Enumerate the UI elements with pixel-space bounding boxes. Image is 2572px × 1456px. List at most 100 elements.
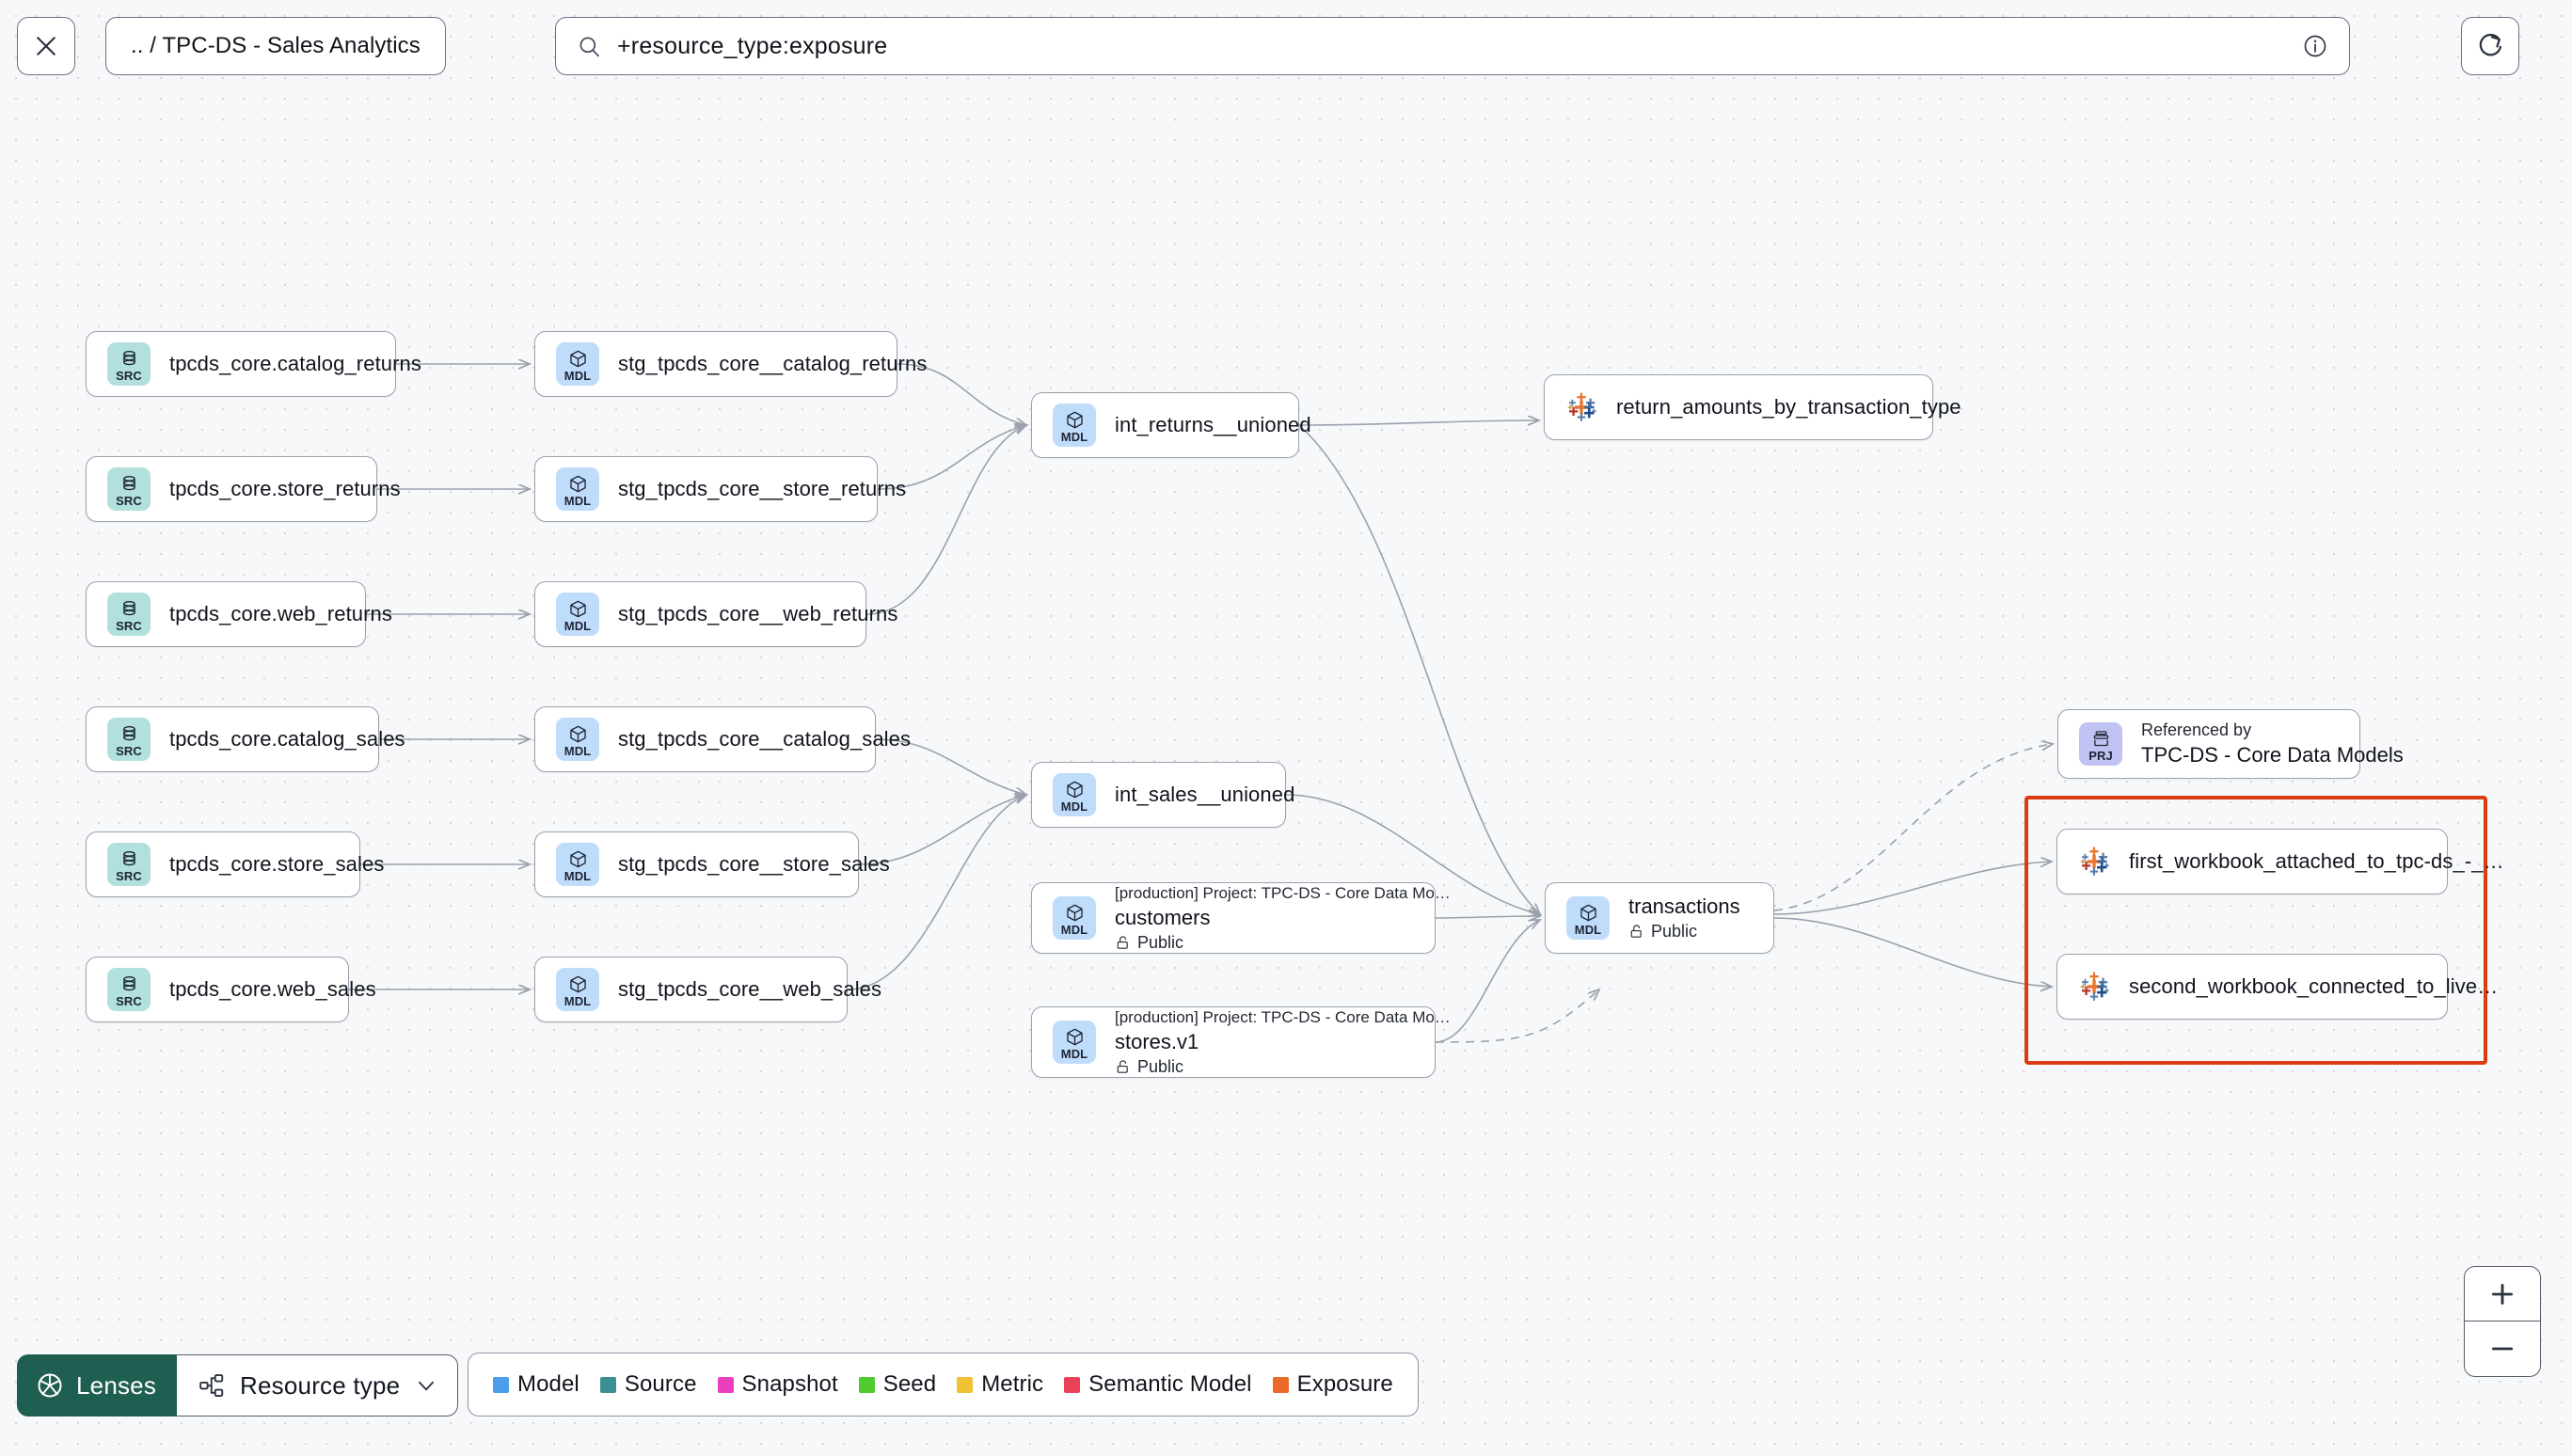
legend-item-metric[interactable]: Metric xyxy=(957,1371,1043,1398)
node-label: tpcds_core.catalog_sales xyxy=(169,727,405,751)
legend-label: Snapshot xyxy=(741,1371,838,1397)
legend-item-snapshot[interactable]: Snapshot xyxy=(717,1371,838,1398)
edge-transactions-project xyxy=(1773,744,2053,911)
graph-node-src_store_sales[interactable]: SRC tpcds_core.store_sales xyxy=(86,831,384,897)
node-label: first_workbook_attached_to_tpc-ds_-_… xyxy=(2129,849,2504,873)
node-label: tpcds_core.store_sales xyxy=(169,852,385,876)
zoom-controls xyxy=(2464,1266,2541,1377)
search-bar[interactable] xyxy=(555,17,2350,75)
zoom-in-button[interactable] xyxy=(2465,1267,2540,1321)
node-label: transactions xyxy=(1628,894,1740,918)
node-visibility: Public xyxy=(1115,933,1451,953)
graph-node-first_workbook[interactable]: first_workbook_attached_to_tpc-ds_-_… xyxy=(2056,829,2504,894)
edge-int-returns-return-amounts xyxy=(1298,420,1539,425)
graph-node-transactions[interactable]: MDL transactions Public xyxy=(1545,882,1774,954)
node-label: TPC-DS - Core Data Models xyxy=(2141,743,2404,767)
model-badge-icon: MDL xyxy=(1053,1021,1096,1064)
legend-swatch-icon xyxy=(858,1376,875,1393)
legend-item-model[interactable]: Model xyxy=(493,1371,579,1398)
legend-label: Model xyxy=(517,1371,579,1397)
legend-item-exposure[interactable]: Exposure xyxy=(1272,1371,1393,1398)
lock-icon xyxy=(1115,1059,1131,1075)
legend-label: Seed xyxy=(882,1371,937,1397)
minus-icon xyxy=(2491,1347,2514,1351)
graph-node-referenced_by_project[interactable]: PRJ Referenced by TPC-DS - Core Data Mod… xyxy=(2057,709,2404,779)
graph-node-customers[interactable]: MDL [production] Project: TPC-DS - Core … xyxy=(1031,882,1451,954)
legend-label: Source xyxy=(624,1371,697,1397)
breadcrumb-label: .. / TPC-DS - Sales Analytics xyxy=(131,33,421,58)
model-badge-icon: MDL xyxy=(1053,404,1096,447)
chevron-down-icon xyxy=(414,1373,438,1398)
legend-swatch-icon xyxy=(1064,1376,1081,1393)
legend-item-seed[interactable]: Seed xyxy=(858,1371,937,1398)
model-badge-icon: MDL xyxy=(1053,896,1096,940)
graph-node-src_web_sales[interactable]: SRC tpcds_core.web_sales xyxy=(86,957,376,1022)
node-label: tpcds_core.web_sales xyxy=(169,977,376,1001)
tableau-icon xyxy=(2078,846,2110,878)
node-label: stg_tpcds_core__catalog_sales xyxy=(618,727,912,751)
top-toolbar: .. / TPC-DS - Sales Analytics xyxy=(0,0,2572,111)
edge-transactions-second-workbook xyxy=(1773,917,2052,987)
model-badge-icon: MDL xyxy=(556,467,599,511)
zoom-out-button[interactable] xyxy=(2465,1321,2540,1376)
graph-node-stg_catalog_sales[interactable]: MDL stg_tpcds_core__catalog_sales xyxy=(534,706,911,772)
edge-stg-web-returns-int xyxy=(865,425,1026,615)
project-badge-icon: PRJ xyxy=(2079,722,2122,766)
node-label: stores.v1 xyxy=(1115,1029,1199,1053)
node-project-line: [production] Project: TPC-DS - Core Data… xyxy=(1115,883,1451,902)
lenses-button[interactable]: Lenses xyxy=(17,1354,178,1416)
graph-node-return_amounts[interactable]: return_amounts_by_transaction_type xyxy=(1544,374,1961,440)
model-badge-icon: MDL xyxy=(556,718,599,761)
model-badge-icon: MDL xyxy=(556,843,599,886)
node-label: stg_tpcds_core__store_returns xyxy=(618,477,907,500)
graph-node-int_sales_unioned[interactable]: MDL int_sales__unioned xyxy=(1031,762,1294,828)
breadcrumb[interactable]: .. / TPC-DS - Sales Analytics xyxy=(105,17,446,75)
edge-stores-transactions xyxy=(1435,920,1540,1043)
model-badge-icon: MDL xyxy=(1566,896,1610,940)
tableau-icon xyxy=(2078,971,2110,1003)
legend-label: Semantic Model xyxy=(1088,1371,1252,1397)
legend-swatch-icon xyxy=(1272,1376,1289,1393)
source-badge-icon: SRC xyxy=(107,968,151,1011)
edge-stg-web-sales-int xyxy=(847,795,1026,990)
search-input[interactable] xyxy=(617,32,2302,60)
node-label: tpcds_core.web_returns xyxy=(169,602,392,625)
hierarchy-icon xyxy=(198,1371,226,1400)
node-label: int_sales__unioned xyxy=(1115,783,1295,806)
info-icon[interactable] xyxy=(2302,33,2328,59)
refresh-icon xyxy=(2479,33,2502,56)
graph-node-stg_web_returns[interactable]: MDL stg_tpcds_core__web_returns xyxy=(534,581,897,647)
model-badge-icon: MDL xyxy=(556,593,599,636)
model-badge-icon: MDL xyxy=(556,968,599,1011)
graph-node-second_workbook[interactable]: second_workbook_connected_to_live… xyxy=(2056,954,2498,1020)
graph-node-stg_store_returns[interactable]: MDL stg_tpcds_core__store_returns xyxy=(534,456,906,522)
legend-item-source[interactable]: Source xyxy=(599,1371,697,1398)
lenses-label: Lenses xyxy=(76,1370,157,1400)
resource-type-dropdown[interactable]: Resource type xyxy=(177,1354,459,1416)
node-label: customers xyxy=(1115,905,1211,929)
node-visibility: Public xyxy=(1115,1057,1451,1077)
source-badge-icon: SRC xyxy=(107,342,151,386)
node-subtitle: Referenced by xyxy=(2141,720,2252,739)
graph-node-stores_v1[interactable]: MDL [production] Project: TPC-DS - Core … xyxy=(1031,1006,1451,1078)
resource-type-legend: Model Source Snapshot Seed Metric Semant… xyxy=(468,1353,1419,1416)
source-badge-icon: SRC xyxy=(107,843,151,886)
model-badge-icon: MDL xyxy=(1053,773,1096,816)
legend-item-semantic-model[interactable]: Semantic Model xyxy=(1064,1371,1252,1398)
edge-transactions-first-workbook xyxy=(1773,862,2052,915)
node-label: stg_tpcds_core__web_returns xyxy=(618,602,898,625)
close-button[interactable] xyxy=(17,17,75,75)
legend-swatch-icon xyxy=(493,1376,509,1393)
close-icon xyxy=(37,37,56,55)
legend-swatch-icon xyxy=(957,1376,974,1393)
refresh-button[interactable] xyxy=(2461,17,2519,75)
